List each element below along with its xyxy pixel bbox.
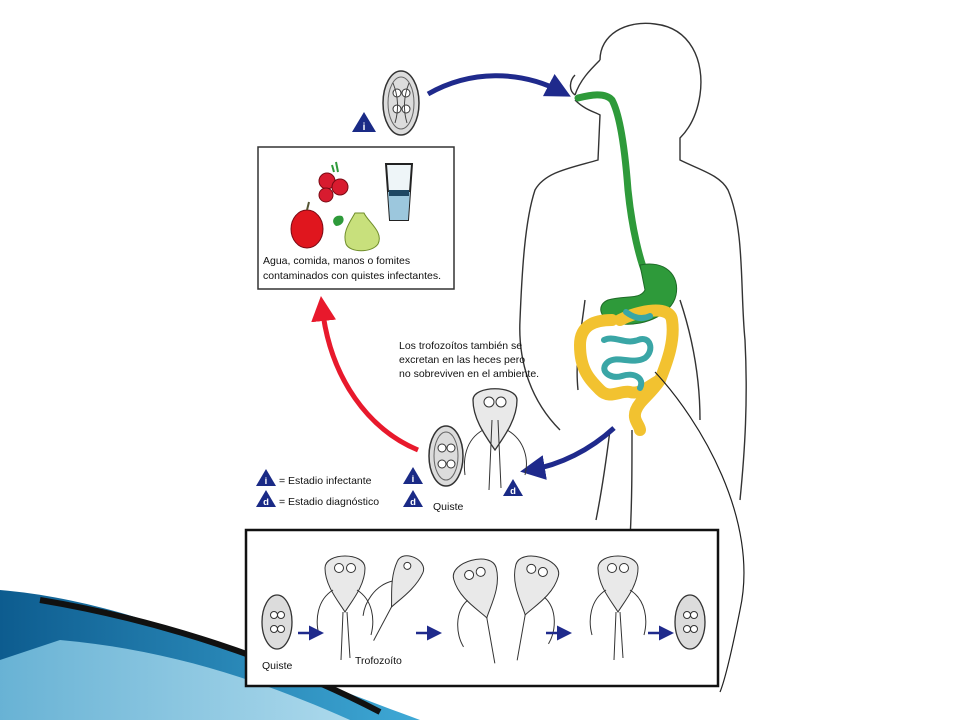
legend: i = Estadio infectante d = Estadio diagn… [256, 469, 379, 508]
box-dividing-trophozoites [453, 555, 559, 664]
ingestion-stage-badge: i [352, 112, 376, 133]
food-caption-line2: contaminados con quistes infectantes. [263, 270, 441, 282]
legend-diagnostic-label: = Estadio diagnóstico [279, 496, 379, 508]
trophozoite-note-line2: excretan en las heces pero [399, 354, 525, 366]
gi-tract [574, 91, 679, 436]
glass-of-water-icon [384, 163, 414, 221]
box-cyst-start [261, 594, 293, 650]
trophozoite-note-line1: Los trofozoítos también se [399, 340, 522, 352]
cyst-diagnostic-badge: d [403, 490, 423, 508]
svg-text:i: i [265, 476, 268, 487]
pear-icon [333, 212, 380, 252]
box-trophozoite-1 [316, 555, 374, 661]
svg-text:i: i [412, 474, 415, 485]
decorative-wave [0, 590, 420, 720]
food-caption-line1: Agua, comida, manos o fomites [263, 255, 410, 267]
raspberries-icon [318, 161, 349, 203]
trophozoite-diagnostic-badge: d [503, 479, 523, 497]
legend-infective-badge: i [256, 469, 276, 487]
box-trophozoite-label: Trofozoíto [355, 655, 402, 667]
svg-text:d: d [410, 497, 416, 508]
box-cyst-end [674, 594, 706, 650]
ingestion-symbol: i [363, 122, 366, 133]
ingestion-arrow [426, 73, 571, 97]
svg-text:d: d [263, 497, 269, 508]
stool-cyst-label: Quiste [433, 501, 464, 513]
stool-trophozoite [463, 388, 527, 491]
cyst-infective-badge: i [403, 467, 423, 485]
svg-text:d: d [510, 486, 516, 497]
environment-arrow [311, 296, 419, 453]
legend-diagnostic-badge: d [256, 490, 276, 508]
apple-icon [290, 201, 324, 249]
box-cyst-label: Quiste [262, 660, 293, 672]
legend-infective-label: = Estadio infectante [279, 475, 372, 487]
excretion-arrow [520, 426, 616, 480]
trophozoite-note-line3: no sobreviven en el ambiente. [399, 368, 539, 380]
box-trophozoite-2 [362, 555, 425, 641]
stool-cyst [428, 425, 464, 487]
box-trophozoite-3 [589, 555, 647, 661]
infective-cyst [382, 70, 420, 136]
gut-leader-line [654, 371, 745, 693]
